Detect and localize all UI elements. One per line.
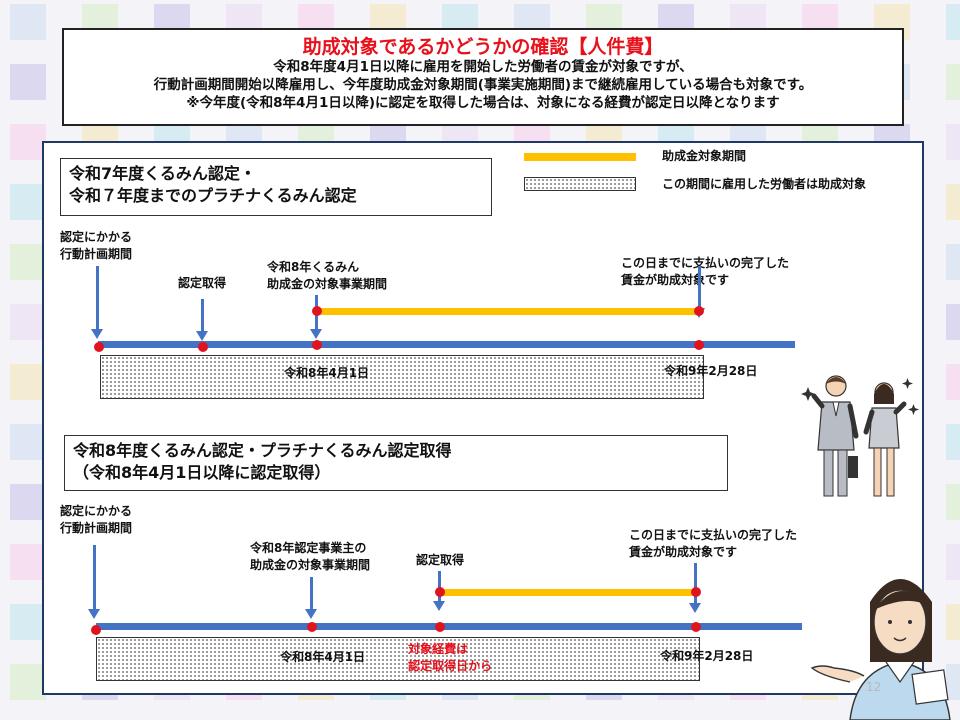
header-text-line-2: 行動計画期間開始以降雇用し、今年度助成金対象期間(事業実施期間)まで継続雇用して… [153, 77, 813, 93]
section1-plan-label-2: 行動計画期間 [60, 247, 133, 261]
background-tile [10, 664, 46, 700]
section1-cert-arrow [196, 299, 208, 341]
section1-timeline-bar [98, 341, 795, 348]
background-tile [946, 124, 960, 160]
section1-start-label-1: 令和8年くるみん [267, 260, 360, 274]
section2-end-label-1: この日までに支払いの完了した [629, 528, 798, 542]
section2-plan-label-1: 認定にかかる [60, 504, 133, 518]
section2-cert-point [435, 622, 445, 632]
legend-dotted-swatch [524, 177, 636, 191]
section1-plan-arrow [91, 266, 103, 339]
section2-start-label-2: 助成金の対象事業期間 [250, 558, 371, 572]
section1-hiring-period-box [100, 355, 704, 399]
presenter-illustration [810, 579, 951, 720]
section1-end-point [694, 340, 704, 350]
legend-dotted-label: この期間に雇用した労働者は助成対象 [662, 177, 867, 191]
section1-end-label-1: この日までに支払いの完了した [621, 256, 790, 270]
section2-end-date: 令和9年2月28日 [660, 649, 754, 663]
background-tile [946, 544, 960, 580]
header-text-line-1: 令和8年度4月1日以降に雇用を開始した労働者の賃金が対象ですが、 [273, 59, 693, 75]
section2-start-point [307, 622, 317, 632]
background-tile [946, 244, 960, 280]
timeline-panel: 助成金対象期間 この期間に雇用した労働者は助成対象 令和7年度くるみん認定・ 令… [42, 141, 924, 695]
background-tile [946, 64, 960, 100]
workers-illustration [801, 375, 919, 497]
background-tile [10, 4, 46, 40]
section2-plan-arrow [88, 545, 100, 619]
section1-start-date: 令和8年4月1日 [284, 366, 370, 380]
section2-title-box: 令和8年度くるみん認定・プラチナくるみん認定取得 （令和8年4月1日以降に認定取… [64, 435, 728, 491]
section1-end-point-top [694, 306, 704, 316]
background-tile [946, 364, 960, 400]
background-tile [10, 184, 46, 220]
section2-timeline-bar [96, 623, 802, 630]
background-tile [10, 304, 46, 340]
section2-start-label-1: 令和8年認定事業主の [250, 541, 367, 555]
page-title: 助成対象であるかどうかの確認【人件費】 [302, 36, 664, 58]
section2-title-line-2: （令和8年4月1日以降に認定取得） [73, 463, 331, 482]
legend-yellow-swatch [524, 153, 636, 161]
section2-start-arrow [305, 577, 317, 619]
section1-start-label-2: 助成金の対象事業期間 [267, 277, 388, 291]
background-tile [946, 304, 960, 340]
background-tile [946, 604, 960, 640]
section1-cert-point [198, 342, 208, 352]
section1-title-line-2: 令和７年度までのプラチナくるみん認定 [69, 186, 357, 205]
background-tile [10, 244, 46, 280]
background-tile [946, 184, 960, 220]
section2-end-point-top [691, 587, 701, 597]
section2-start-date: 令和8年4月1日 [280, 650, 366, 664]
section1-title-line-1: 令和7年度くるみん認定・ [69, 164, 256, 183]
section2-note-line-2: 認定取得日から [408, 659, 493, 673]
section1-plan-label-1: 認定にかかる [60, 230, 133, 244]
section1-title-box: 令和7年度くるみん認定・ 令和７年度までのプラチナくるみん認定 [60, 158, 492, 216]
header-box: 助成対象であるかどうかの確認【人件費】 令和8年度4月1日以降に雇用を開始した労… [62, 28, 904, 126]
legend-yellow-label: 助成金対象期間 [662, 149, 747, 163]
section2-end-label-2: 賃金が助成対象です [629, 545, 738, 559]
section2-end-arrow [689, 563, 701, 613]
background-tile [10, 484, 46, 520]
section2-note-line-1: 対象経費は [408, 642, 469, 656]
section2-end-point [691, 622, 701, 632]
section1-subsidy-period-bar [318, 308, 700, 315]
background-tile [10, 124, 46, 160]
background-tile [10, 544, 46, 580]
section2-cert-label: 認定取得 [416, 553, 465, 567]
section2-cert-point-top [435, 587, 445, 597]
background-tile [946, 4, 960, 40]
background-tile [946, 664, 960, 700]
header-text-line-3: ※今年度(令和8年4月1日以降)に認定を取得した場合は、対象になる経費が認定日以… [186, 95, 780, 111]
section1-plan-point [94, 342, 104, 352]
section2-subsidy-period-bar [441, 589, 696, 596]
section2-plan-label-2: 行動計画期間 [60, 521, 133, 535]
section1-start-point-top [312, 306, 322, 316]
section2-plan-point [91, 625, 101, 635]
background-tile [10, 604, 46, 640]
background-tile [946, 484, 960, 520]
background-tile [10, 364, 46, 400]
section1-cert-label: 認定取得 [178, 276, 227, 290]
section2-title-line-1: 令和8年度くるみん認定・プラチナくるみん認定取得 [73, 441, 452, 460]
background-tile [10, 64, 46, 100]
section2-hiring-period-box [96, 637, 700, 681]
section1-end-label-2: 賃金が助成対象です [621, 273, 730, 287]
background-tile [10, 424, 46, 460]
section1-end-arrow [693, 266, 705, 318]
section1-start-point [312, 340, 322, 350]
page-number: 12 [866, 680, 882, 694]
section1-end-date: 令和9年2月28日 [664, 364, 758, 378]
background-tile [946, 424, 960, 460]
